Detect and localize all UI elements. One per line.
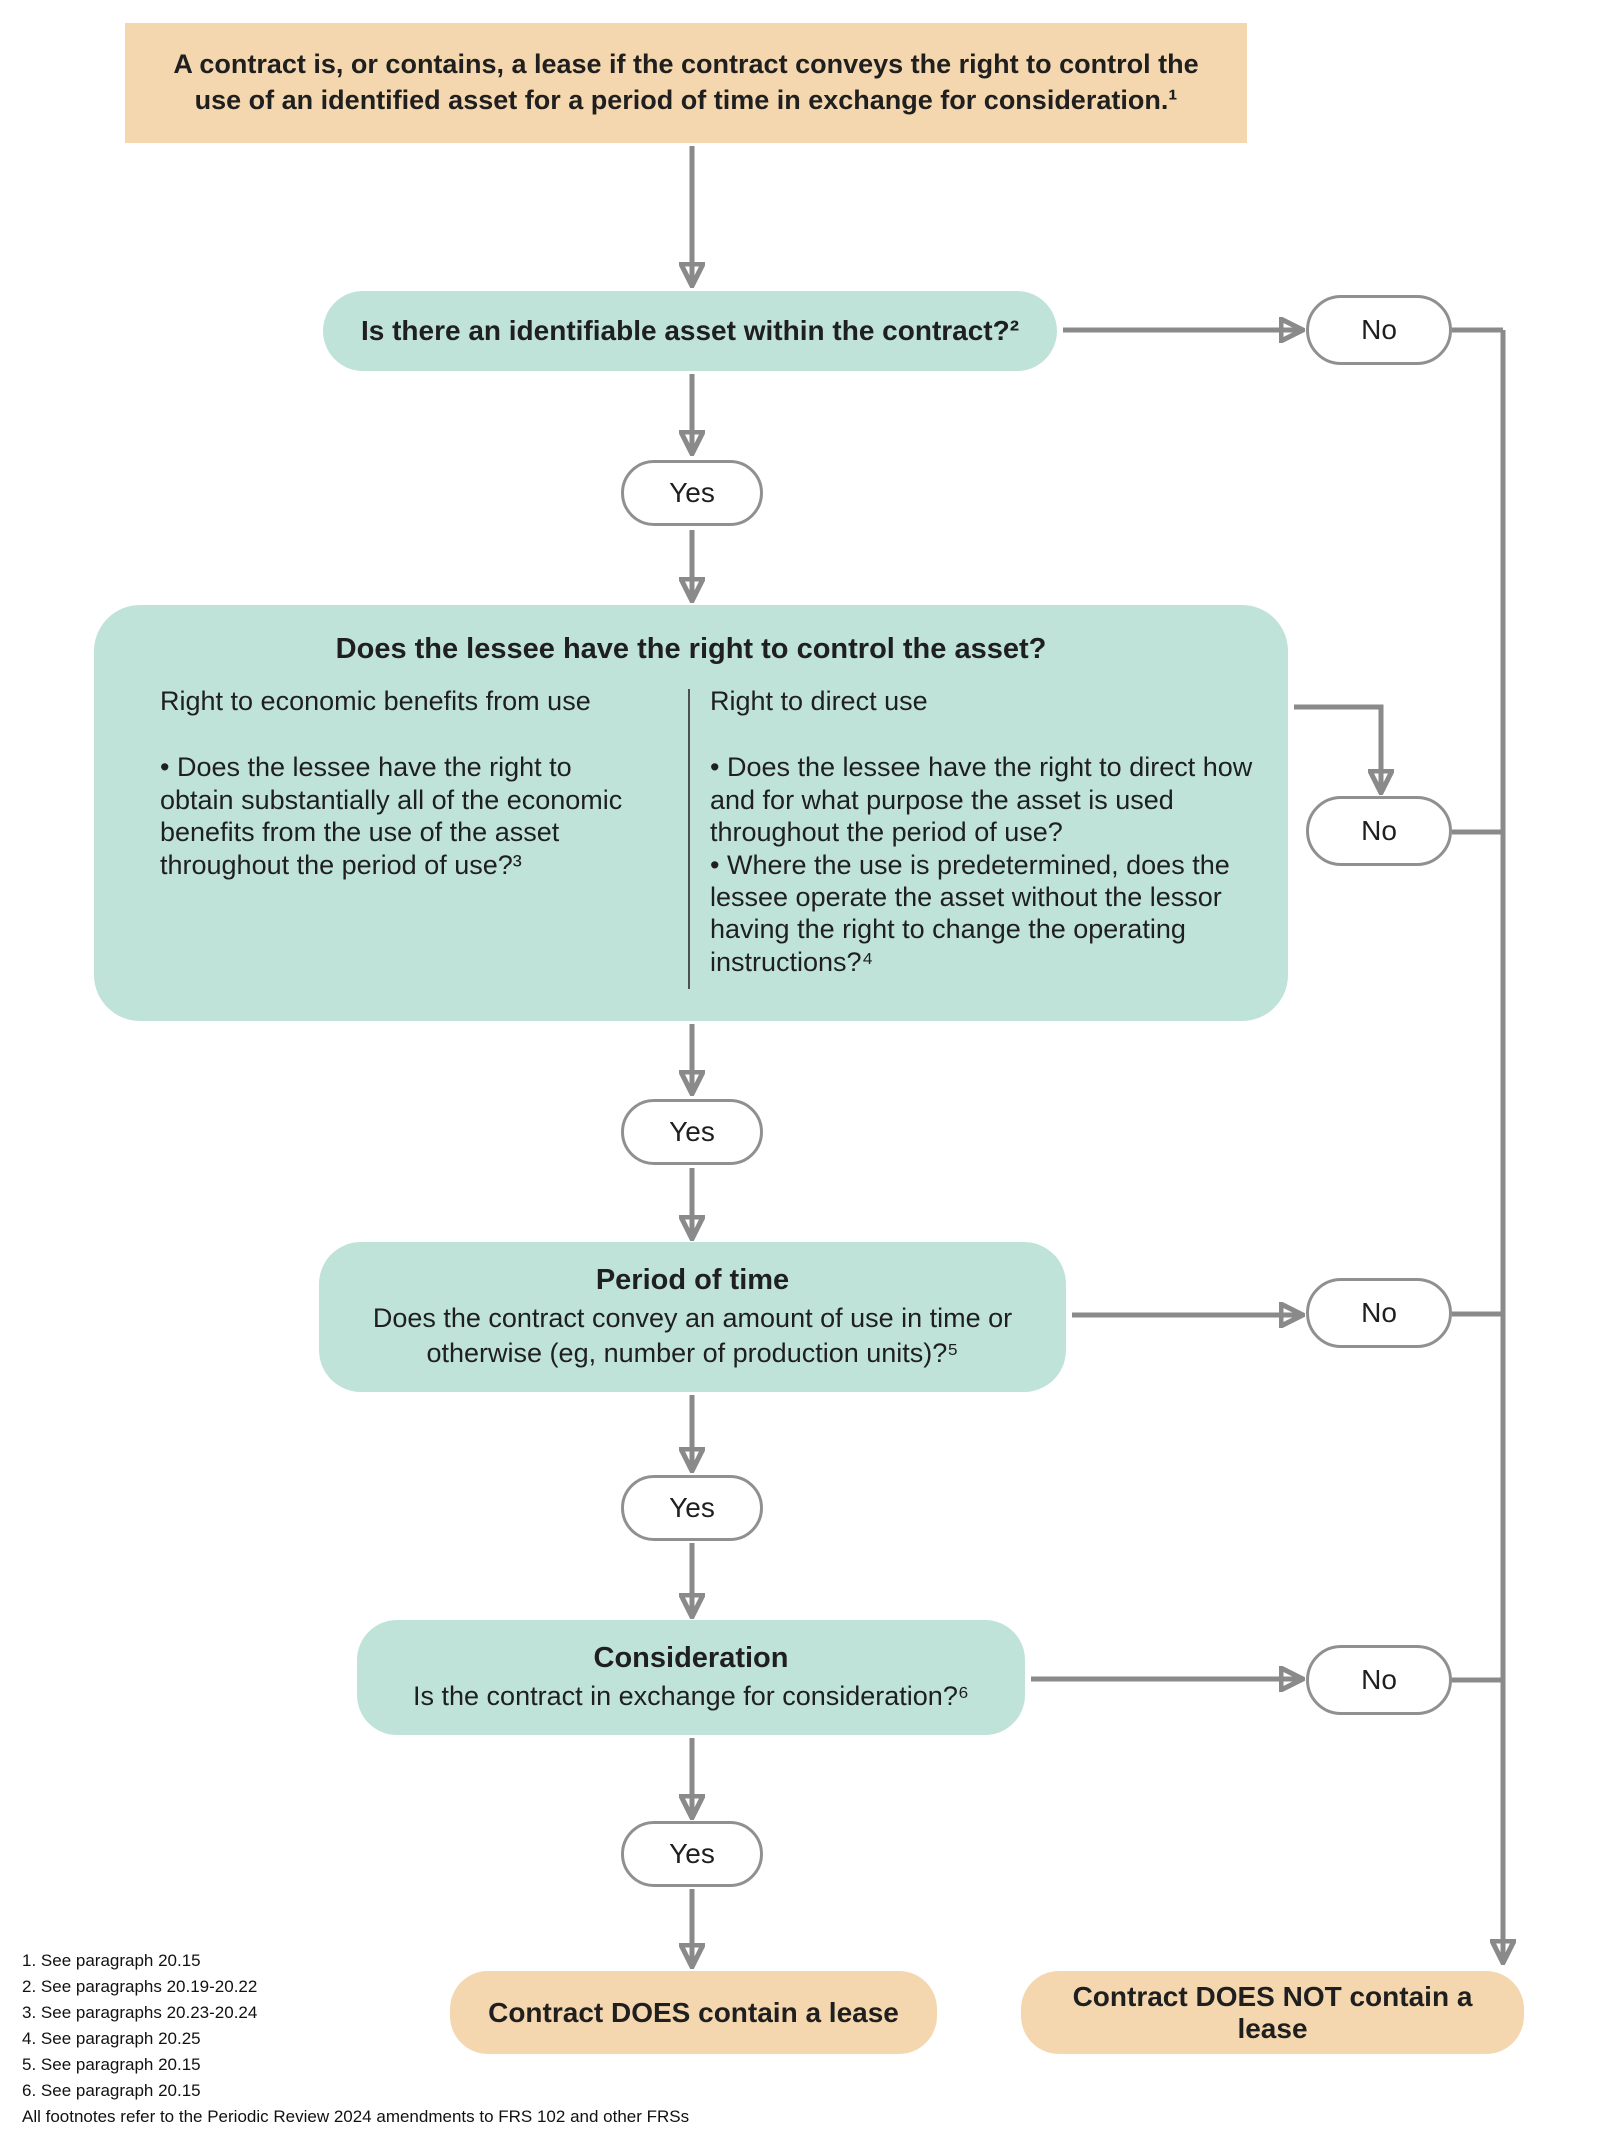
economic-benefits-bullet: • Does the lessee have the right to obta… [160, 752, 623, 880]
no-oval-1: No [1306, 295, 1452, 365]
no-label: No [1361, 1297, 1397, 1328]
no-label: No [1361, 1664, 1397, 1695]
no-label: No [1361, 815, 1397, 846]
column-divider [688, 689, 690, 989]
footnote-2: 2. See paragraphs 20.19-20.22 [22, 1977, 258, 1996]
yes-oval-2: Yes [621, 1099, 763, 1165]
period-of-time-title: Period of time [595, 1263, 790, 1296]
lease-definition-text: A contract is, or contains, a lease if t… [173, 49, 1199, 115]
footnote-4: 4. See paragraph 20.25 [22, 2029, 201, 2048]
identifiable-asset-question-text: Is there an identifiable asset within th… [360, 315, 1020, 346]
footnote-5: 5. See paragraph 20.15 [22, 2055, 201, 2074]
outcome-contains-lease: Contract DOES contain a lease [450, 1971, 937, 2054]
outcome-not-contains-text: Contract DOES NOT contain a lease [1072, 1980, 1473, 2044]
consideration-title: Consideration [593, 1641, 789, 1674]
no-oval-4: No [1306, 1645, 1452, 1715]
footnotes: 1. See paragraph 20.15 2. See paragraphs… [22, 1948, 689, 2130]
right-to-control-title: Does the lessee have the right to contro… [335, 633, 1047, 665]
yes-label: Yes [669, 1838, 715, 1869]
yes-label: Yes [669, 1116, 715, 1147]
period-of-time-box: Period of time Does the contract convey … [319, 1242, 1066, 1392]
footnote-3: 3. See paragraphs 20.23-20.24 [22, 2003, 258, 2022]
footnote-source-note: All footnotes refer to the Periodic Revi… [22, 2107, 690, 2126]
consideration-box: Consideration Is the contract in exchang… [357, 1620, 1025, 1735]
economic-benefits-heading: Right to economic benefits from use [160, 686, 591, 716]
yes-oval-4: Yes [621, 1821, 763, 1887]
lease-definition-box: A contract is, or contains, a lease if t… [125, 23, 1247, 143]
direct-use-bullet-1: • Does the lessee have the right to dire… [710, 752, 1253, 848]
yes-label: Yes [669, 1492, 715, 1523]
footnote-6: 6. See paragraph 20.15 [22, 2081, 201, 2100]
no-label: No [1361, 314, 1397, 345]
outcome-contains-text: Contract DOES contain a lease [488, 1996, 899, 2028]
no-oval-3: No [1306, 1278, 1452, 1348]
consideration-question: Is the contract in exchange for consider… [413, 1680, 969, 1711]
direct-use-heading: Right to direct use [710, 686, 928, 716]
period-of-time-question: Does the contract convey an amount of us… [372, 1302, 1013, 1368]
yes-label: Yes [669, 477, 715, 508]
yes-oval-1: Yes [621, 460, 763, 526]
identifiable-asset-question-box: Is there an identifiable asset within th… [323, 291, 1057, 371]
direct-use-column: Right to direct use • Does the lessee ha… [710, 685, 1286, 978]
outcome-does-not-contain-lease: Contract DOES NOT contain a lease [1021, 1971, 1524, 2054]
yes-oval-3: Yes [621, 1475, 763, 1541]
no-oval-2: No [1306, 796, 1452, 866]
economic-benefits-column: Right to economic benefits from use • Do… [160, 685, 638, 881]
right-to-control-box: Does the lessee have the right to contro… [94, 605, 1288, 1021]
direct-use-bullet-2: • Where the use is predetermined, does t… [710, 849, 1230, 977]
arrow-control-to-no2 [1294, 704, 1381, 789]
footnote-1: 1. See paragraph 20.15 [22, 1951, 201, 1970]
